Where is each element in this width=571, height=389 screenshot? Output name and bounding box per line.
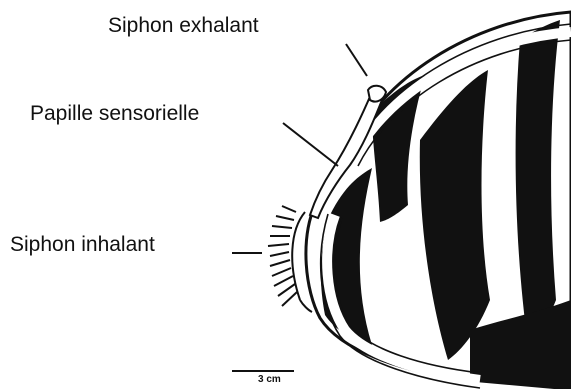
label-siphon-exhalant: Siphon exhalant — [108, 14, 259, 38]
leader-siphon-exhalant — [346, 44, 367, 76]
label-papille-sensorielle: Papille sensorielle — [30, 102, 199, 126]
scale-bar-label: 3 cm — [258, 374, 281, 385]
leader-papille-sensorielle — [283, 123, 338, 166]
label-siphon-inhalant: Siphon inhalant — [10, 233, 155, 257]
